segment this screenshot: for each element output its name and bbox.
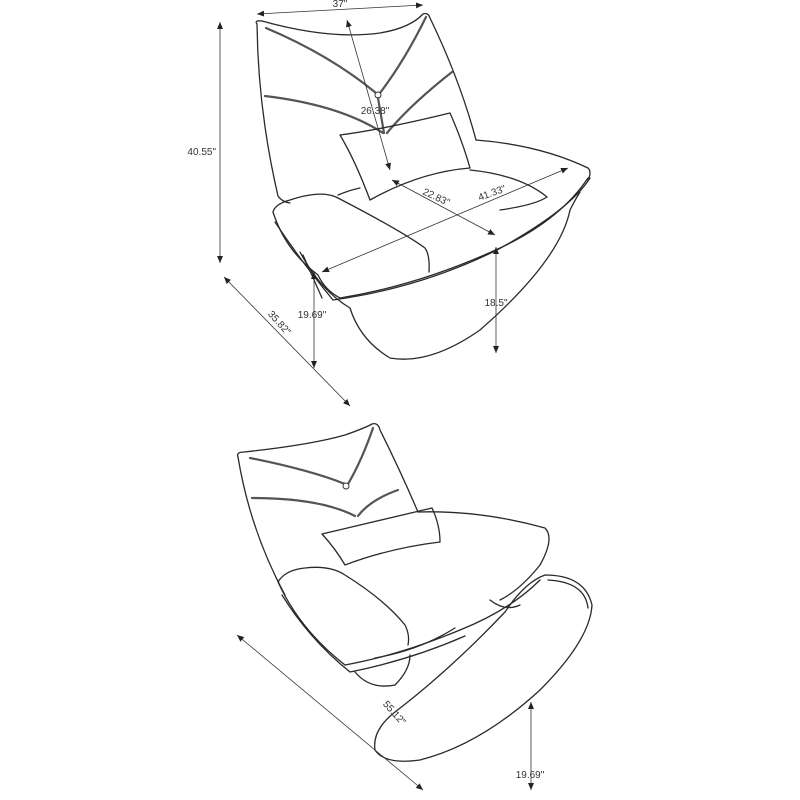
footrest-height-label: 19.69" [516, 770, 545, 781]
left-arm [272, 193, 430, 273]
base [299, 191, 581, 360]
upright-chair-drawing [255, 12, 591, 360]
seat-depth-label: 22.83" [421, 187, 452, 209]
reclined-length-label: 55.12" [380, 699, 408, 728]
back-height-label: 26.38" [361, 106, 390, 117]
width-label: 37" [333, 0, 348, 10]
top-dimension-lines [217, 2, 569, 407]
arm-height-label: 18.5" [484, 298, 507, 309]
bottom-dimension-lines [236, 634, 534, 791]
seat-height-label: 19.69" [298, 310, 327, 321]
reclined-chair-drawing [236, 422, 593, 762]
diagonal-width-label: 41.33" [477, 183, 508, 203]
height-label: 40.55" [187, 147, 216, 158]
